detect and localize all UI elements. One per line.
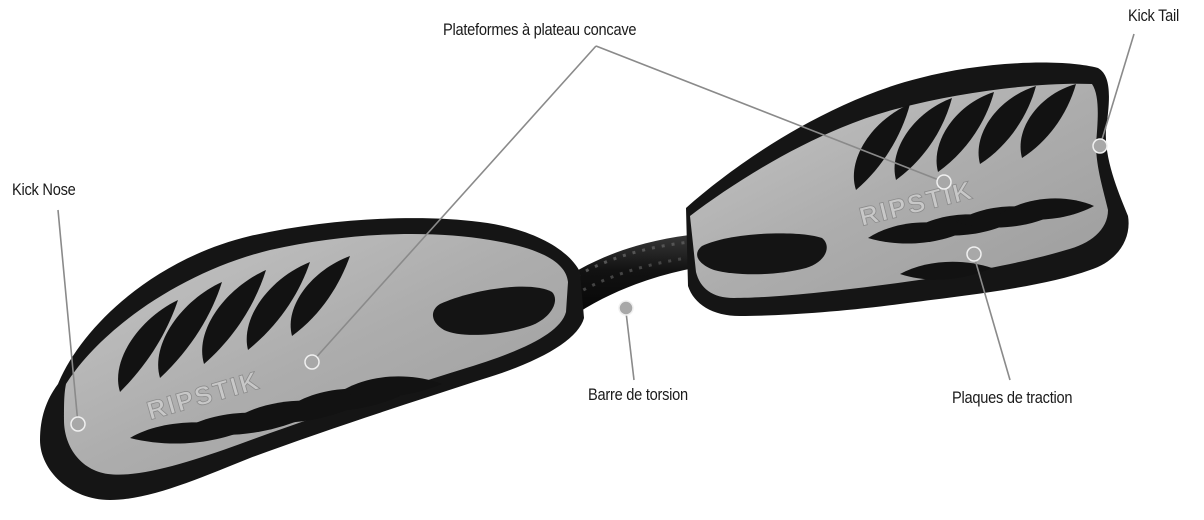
rear-deck: RIPSTIK bbox=[686, 63, 1129, 316]
callout-line-torsion-bar bbox=[626, 312, 634, 380]
label-traction-plates: Plaques de traction bbox=[952, 388, 1072, 408]
label-kick-nose: Kick Nose bbox=[12, 180, 75, 200]
callout-dot-concave-rear bbox=[937, 175, 951, 189]
callout-dot-torsion-bar bbox=[619, 301, 633, 315]
label-torsion-bar: Barre de torsion bbox=[588, 385, 688, 405]
callout-dot-traction-plates bbox=[967, 247, 981, 261]
callout-dot-kick-nose bbox=[71, 417, 85, 431]
callout-dot-concave-front bbox=[305, 355, 319, 369]
callout-dot-kick-tail bbox=[1093, 139, 1107, 153]
label-kick-tail: Kick Tail bbox=[1128, 6, 1179, 26]
label-concave-platforms: Plateformes à plateau concave bbox=[443, 20, 636, 40]
